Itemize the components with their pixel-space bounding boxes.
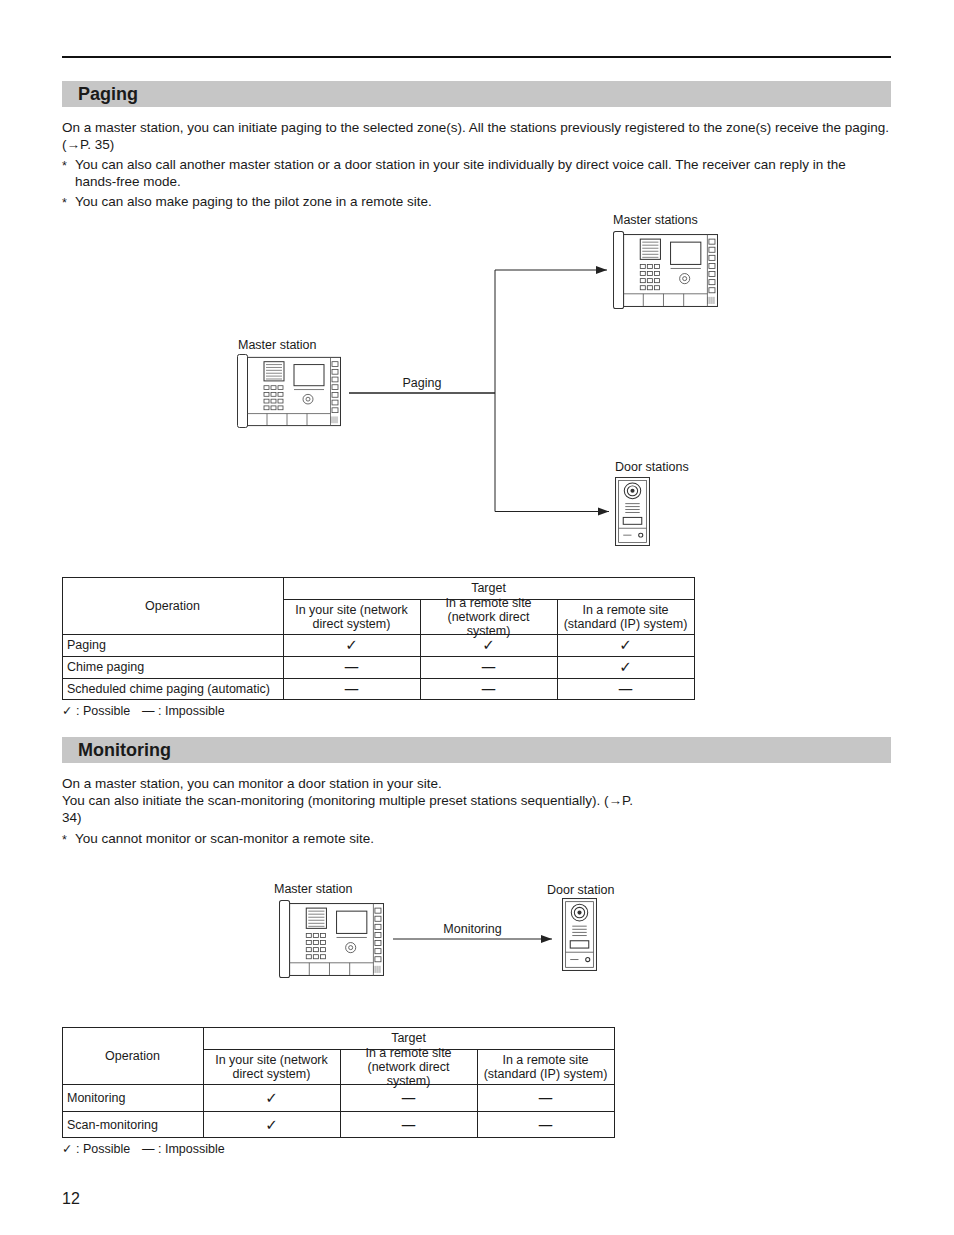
connector: [393, 935, 552, 943]
footnote: You cannot monitor or scan-monitor a rem…: [75, 830, 775, 847]
table-cell: In a remote site (network direct system): [341, 1050, 476, 1083]
station-heading: Master station: [274, 882, 353, 896]
table-mark: —: [558, 679, 693, 699]
paragraph: You can also initiate the scan-monitorin…: [62, 792, 637, 826]
table-mark: —: [284, 679, 419, 699]
arrow-head: [596, 266, 607, 274]
paragraph: On a master station, you can initiate pa…: [62, 119, 890, 153]
table-cell: Paging: [63, 635, 282, 655]
table-cell: In your site (network direct system): [204, 1050, 339, 1083]
table-cell: In a remote site (standard (IP) system): [558, 600, 693, 633]
table-cell: Scan-monitoring: [63, 1112, 202, 1137]
table-cell: In your site (network direct system): [284, 600, 419, 633]
table-mark: —: [341, 1085, 476, 1110]
connector-line: [349, 270, 607, 393]
table-cell: Operation: [63, 578, 282, 633]
table-mark: ✓: [558, 635, 693, 655]
table-mark: —: [341, 1112, 476, 1137]
paragraph: On a master station, you can monitor a d…: [62, 775, 762, 792]
table-cell: Chime paging: [63, 657, 282, 677]
table-mark: —: [284, 657, 419, 677]
door-station-icon: [562, 898, 597, 971]
table-mark: —: [421, 679, 556, 699]
connector: [349, 266, 607, 393]
table-mark: ✓: [204, 1085, 339, 1110]
legend-text: ✓ : Possible: [62, 1141, 152, 1158]
table-cell: Target: [204, 1028, 613, 1048]
legend-text: — : Impossible: [142, 1141, 262, 1158]
table-cell: In a remote site (network direct system): [421, 600, 556, 633]
connector-line: [349, 393, 609, 512]
legend-text: — : Impossible: [142, 703, 262, 720]
door-station-icon: [615, 477, 650, 546]
table-mark: —: [478, 1085, 613, 1110]
station-heading: Door station: [547, 883, 614, 897]
page-number: 12: [62, 1190, 122, 1207]
section-heading: Monitoring: [78, 739, 378, 761]
door-station: Door stations: [615, 477, 650, 546]
station-heading: Master stations: [613, 213, 698, 227]
table-mark: —: [421, 657, 556, 677]
master-station-icon: [613, 231, 718, 309]
table-cell: Scheduled chime paging (automatic): [63, 679, 282, 699]
table-cell: Monitoring: [63, 1085, 202, 1110]
table-mark: ✓: [284, 635, 419, 655]
arrow-head: [598, 508, 609, 516]
table-mark: ✓: [558, 657, 693, 677]
footnote-mark: *: [62, 195, 72, 212]
footnote-mark: *: [62, 158, 72, 175]
footnote: You can also make paging to the pilot zo…: [75, 193, 890, 210]
table-mark: ✓: [421, 635, 556, 655]
door-station: Door station: [562, 898, 597, 971]
connector: [349, 393, 609, 516]
station-heading: Master station: [238, 338, 317, 352]
master-station-icon: [237, 354, 341, 428]
table-mark: ✓: [204, 1112, 339, 1137]
arrow-head: [541, 935, 552, 943]
table-cell: In a remote site (standard (IP) system): [478, 1050, 613, 1083]
station-heading: Door stations: [615, 460, 689, 474]
footnote: You can also call another master station…: [75, 156, 890, 190]
master-station: Master station: [237, 354, 341, 428]
table-cell: Target: [284, 578, 693, 598]
section-heading: Paging: [78, 83, 138, 105]
master-station: Master stations: [613, 231, 718, 309]
connector-label: Paging: [401, 376, 444, 390]
footnote-mark: *: [62, 832, 72, 849]
legend-text: ✓ : Possible: [62, 703, 152, 720]
master-station: Master station: [279, 900, 384, 978]
table-mark: —: [478, 1112, 613, 1137]
master-station-icon: [279, 900, 384, 978]
table-cell: Operation: [63, 1028, 202, 1083]
connector-label: Monitoring: [441, 922, 503, 936]
connector-line: [393, 939, 552, 940]
